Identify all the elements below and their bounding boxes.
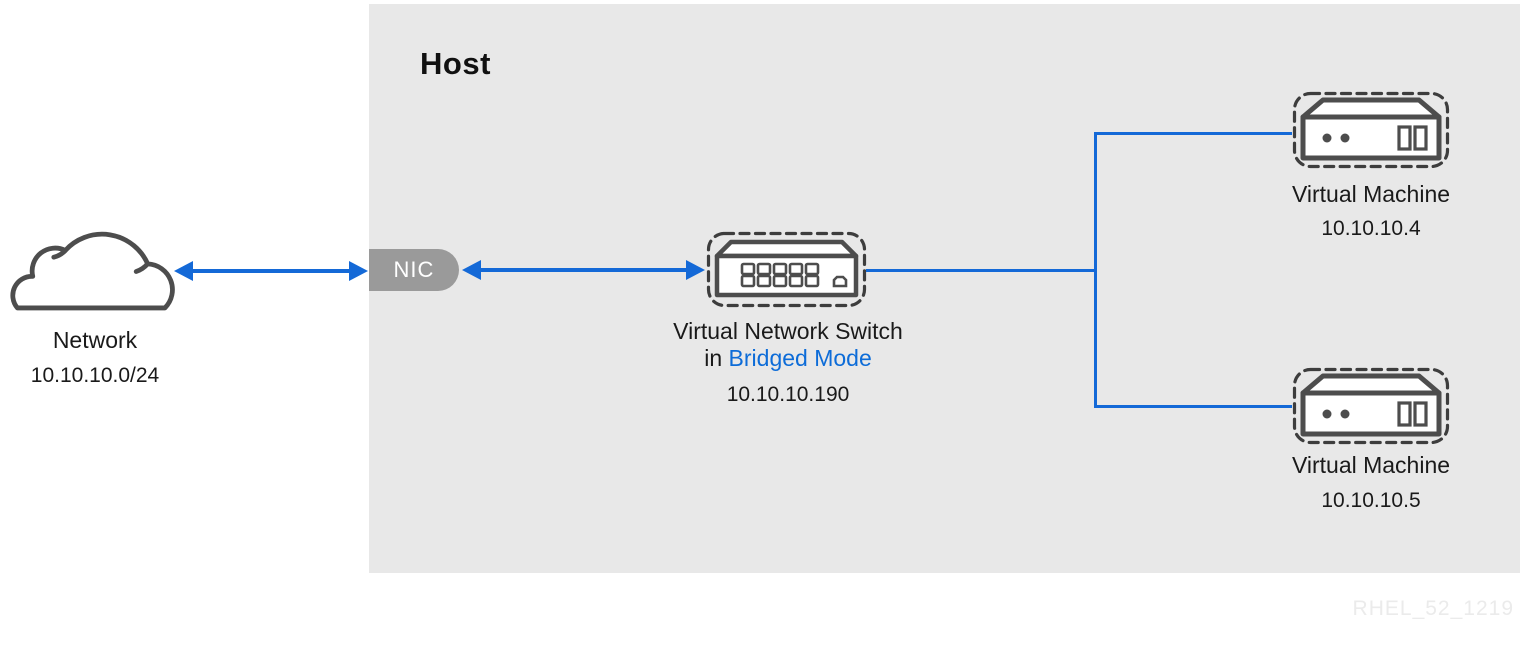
vm2-label: Virtual Machine	[1291, 452, 1451, 478]
host-container	[369, 4, 1520, 573]
virtual-machine-1-icon	[1292, 91, 1450, 169]
watermark-text: RHEL_52_1219	[1352, 597, 1514, 620]
switch-label-line1: Virtual Network Switch	[673, 318, 903, 344]
host-title: Host	[420, 46, 491, 81]
bidirectional-arrow-nic-switch	[462, 260, 705, 280]
connector-switch-to-branch	[866, 269, 1096, 272]
virtual-machine-2-icon	[1292, 367, 1450, 445]
virtual-network-switch-icon	[706, 231, 867, 308]
connector-branch-vertical	[1094, 132, 1097, 408]
connector-branch-to-vm2	[1096, 405, 1292, 408]
switch-ports	[740, 262, 848, 288]
switch-label-line2: in Bridged Mode	[704, 345, 872, 371]
vm1-label: Virtual Machine	[1291, 181, 1451, 207]
network-cloud-icon	[10, 231, 175, 311]
switch-label: Virtual Network Switch in Bridged Mode	[638, 318, 938, 372]
nic-label: NIC	[393, 257, 435, 282]
vm1-ip: 10.10.10.4	[1321, 217, 1421, 240]
vm2-ip: 10.10.10.5	[1321, 489, 1421, 512]
network-ip: 10.10.10.0/24	[30, 364, 160, 387]
bridged-mode-highlight: Bridged Mode	[728, 345, 872, 371]
nic-badge: NIC	[369, 249, 459, 291]
connector-branch-to-vm1	[1096, 132, 1292, 135]
network-label: Network	[52, 327, 138, 353]
switch-ip: 10.10.10.190	[726, 383, 850, 406]
bidirectional-arrow-network-nic	[174, 261, 368, 281]
